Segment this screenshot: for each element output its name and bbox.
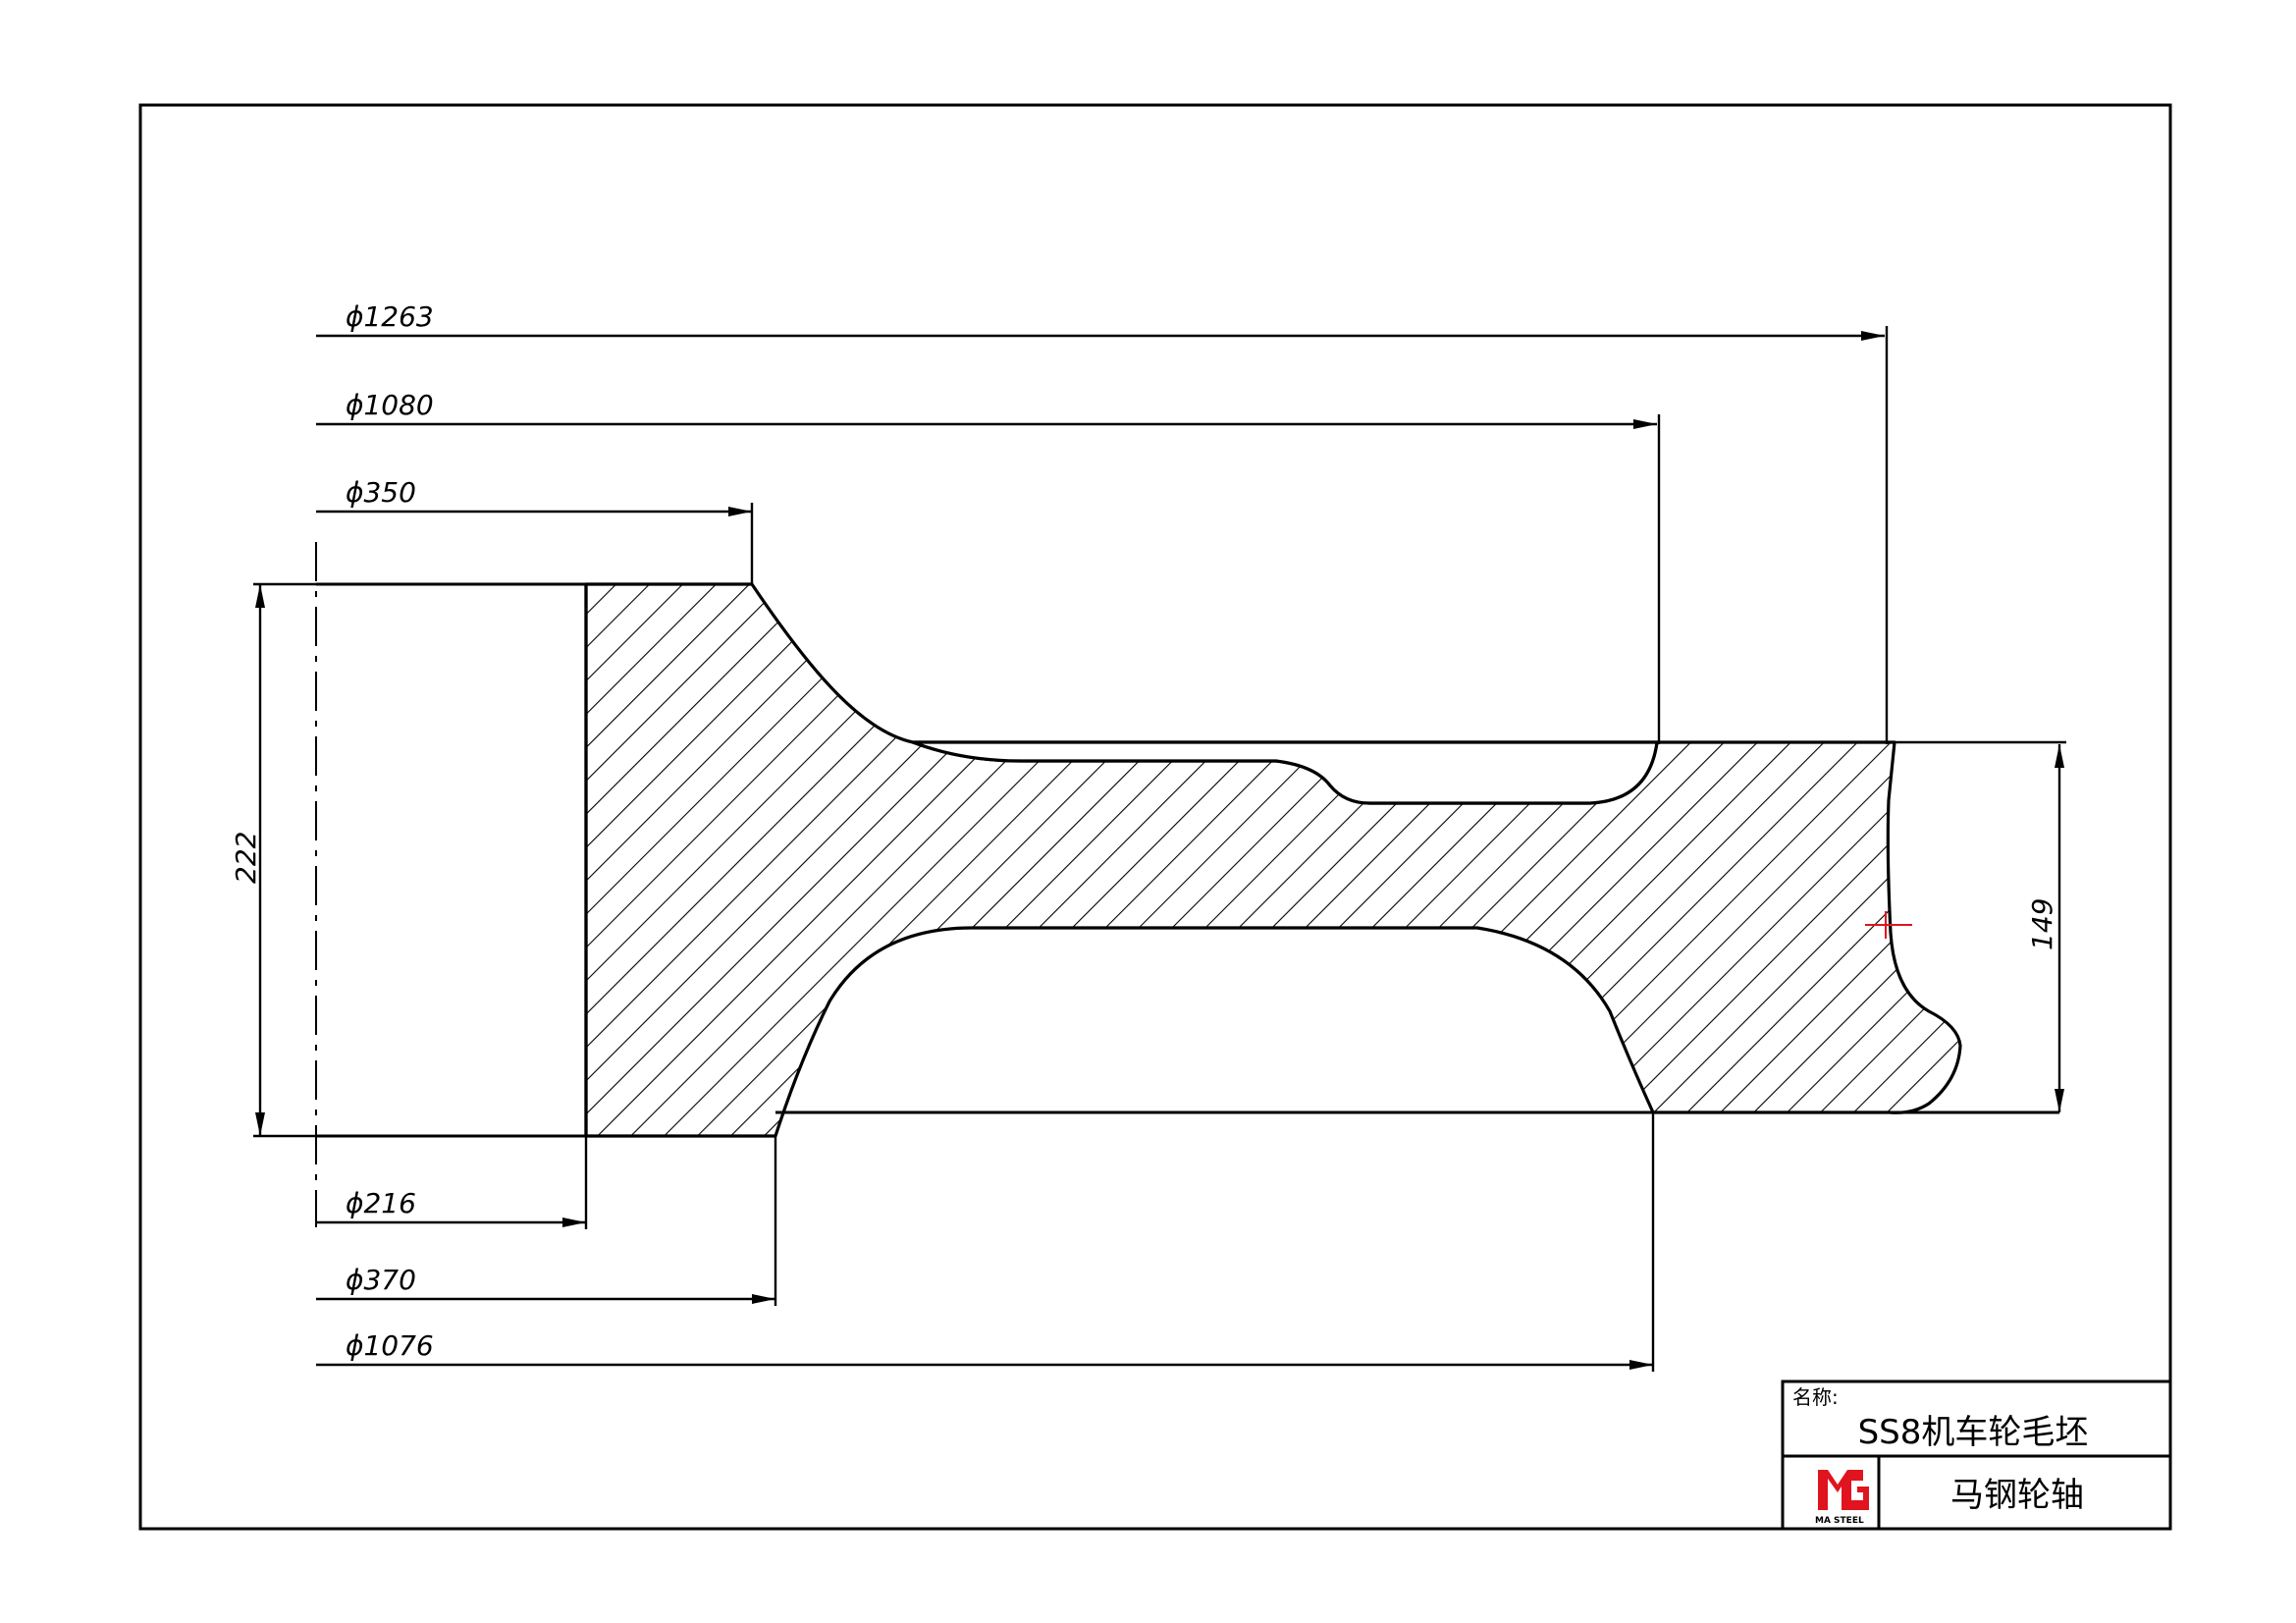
- dim-350-label: ϕ350: [346, 476, 416, 509]
- dim-1076-label: ϕ1076: [346, 1329, 434, 1362]
- wheel-section: [584, 582, 1962, 1138]
- masteel-logo: MA STEEL: [1815, 1470, 1869, 1526]
- dim-216-label: ϕ216: [346, 1187, 416, 1219]
- dim-149-arrow-bottom: [2055, 1089, 2064, 1112]
- part-name: SS8机车轮毛坯: [1858, 1413, 2089, 1452]
- logo-mark: [1818, 1470, 1869, 1510]
- logo-text: MA STEEL: [1815, 1516, 1864, 1526]
- dim-370-label: ϕ370: [346, 1264, 416, 1296]
- dim-1263-label: ϕ1263: [346, 300, 434, 333]
- dim-1076-arrow: [1629, 1360, 1653, 1370]
- dim-216-arrow: [562, 1217, 586, 1227]
- company-name: 马钢轮轴: [1950, 1476, 2084, 1515]
- dim-350-arrow: [728, 507, 752, 516]
- name-label: 名称:: [1792, 1385, 1839, 1409]
- web-upper-cut: [912, 740, 1659, 805]
- dim-222-label: 222: [230, 832, 262, 884]
- dim-222-arrow-bottom: [255, 1112, 265, 1136]
- dim-1263-arrow: [1861, 331, 1885, 341]
- drawing-border: [138, 103, 2172, 1531]
- dim-1080-arrow: [1633, 419, 1657, 429]
- dim-149-arrow-top: [2055, 744, 2064, 768]
- dim-370-arrow: [752, 1294, 775, 1304]
- title-block: 名称: SS8机车轮毛坯 马钢轮轴 MA STEEL: [1781, 1380, 2172, 1531]
- dim-222-arrow-top: [255, 584, 265, 608]
- dim-149-label: 149: [2026, 898, 2058, 950]
- dim-1080-label: ϕ1080: [346, 389, 434, 421]
